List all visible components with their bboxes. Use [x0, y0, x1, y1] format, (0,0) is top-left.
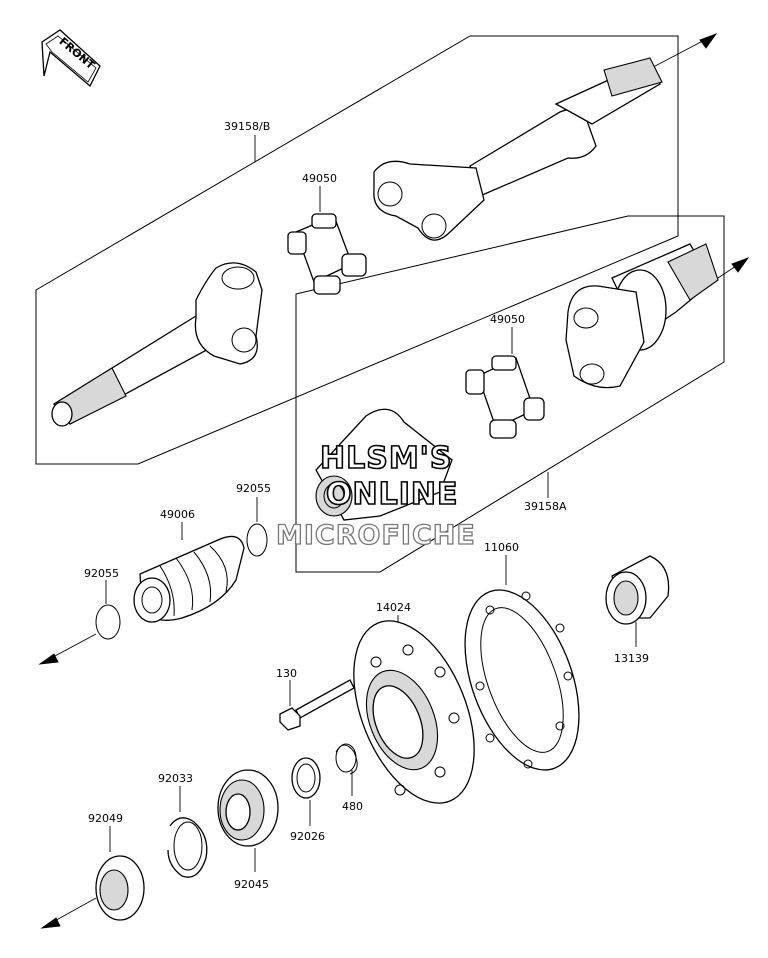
- upper-shaft-right: [373, 57, 663, 241]
- watermark-line2: ONLINE: [326, 477, 459, 512]
- u-joint-upper: [287, 213, 367, 295]
- label-92026: 92026: [290, 830, 325, 843]
- upper-assembly-frame: [35, 35, 679, 465]
- label-49050-lower: 49050: [490, 313, 525, 326]
- lower-shaft-yoke-right: [565, 243, 719, 389]
- collar-13139: [605, 555, 670, 625]
- front-arrow-icon: FRONT: [41, 29, 101, 88]
- label-92055-lower: 92055: [84, 567, 119, 580]
- spacer-92026: [291, 757, 321, 799]
- label-92049: 92049: [88, 812, 123, 825]
- lower-assembly-frame: [295, 215, 725, 573]
- bearing-92045: [217, 769, 279, 847]
- snap-ring-92055-lower: [95, 604, 121, 640]
- label-49050-upper: 49050: [302, 172, 337, 185]
- label-14024: 14024: [376, 601, 411, 614]
- label-480: 480: [342, 800, 363, 813]
- oil-seal-92049: [95, 855, 145, 921]
- watermark-line3: MICROFICHE: [276, 520, 476, 551]
- snap-ring-92055-upper: [246, 523, 268, 557]
- label-92033: 92033: [158, 772, 193, 785]
- label-92045: 92045: [234, 878, 269, 891]
- gasket-11060: [464, 589, 580, 771]
- label-49006: 49006: [160, 508, 195, 521]
- label-11060: 11060: [484, 541, 519, 554]
- label-13139: 13139: [614, 652, 649, 665]
- upper-shaft-left: [51, 262, 263, 427]
- label-130: 130: [276, 667, 297, 680]
- watermark-line1: HLSM'S: [320, 441, 452, 476]
- bolt-130: [279, 679, 355, 731]
- label-92055-upper: 92055: [236, 482, 271, 495]
- lower-shaft-yoke-left: [315, 408, 453, 521]
- u-joint-lower: [465, 355, 545, 439]
- boot-49006: [133, 535, 245, 623]
- label-39158b: 39158/B: [224, 120, 270, 133]
- housing-14024: [353, 620, 475, 804]
- label-39158a: 39158A: [524, 500, 567, 513]
